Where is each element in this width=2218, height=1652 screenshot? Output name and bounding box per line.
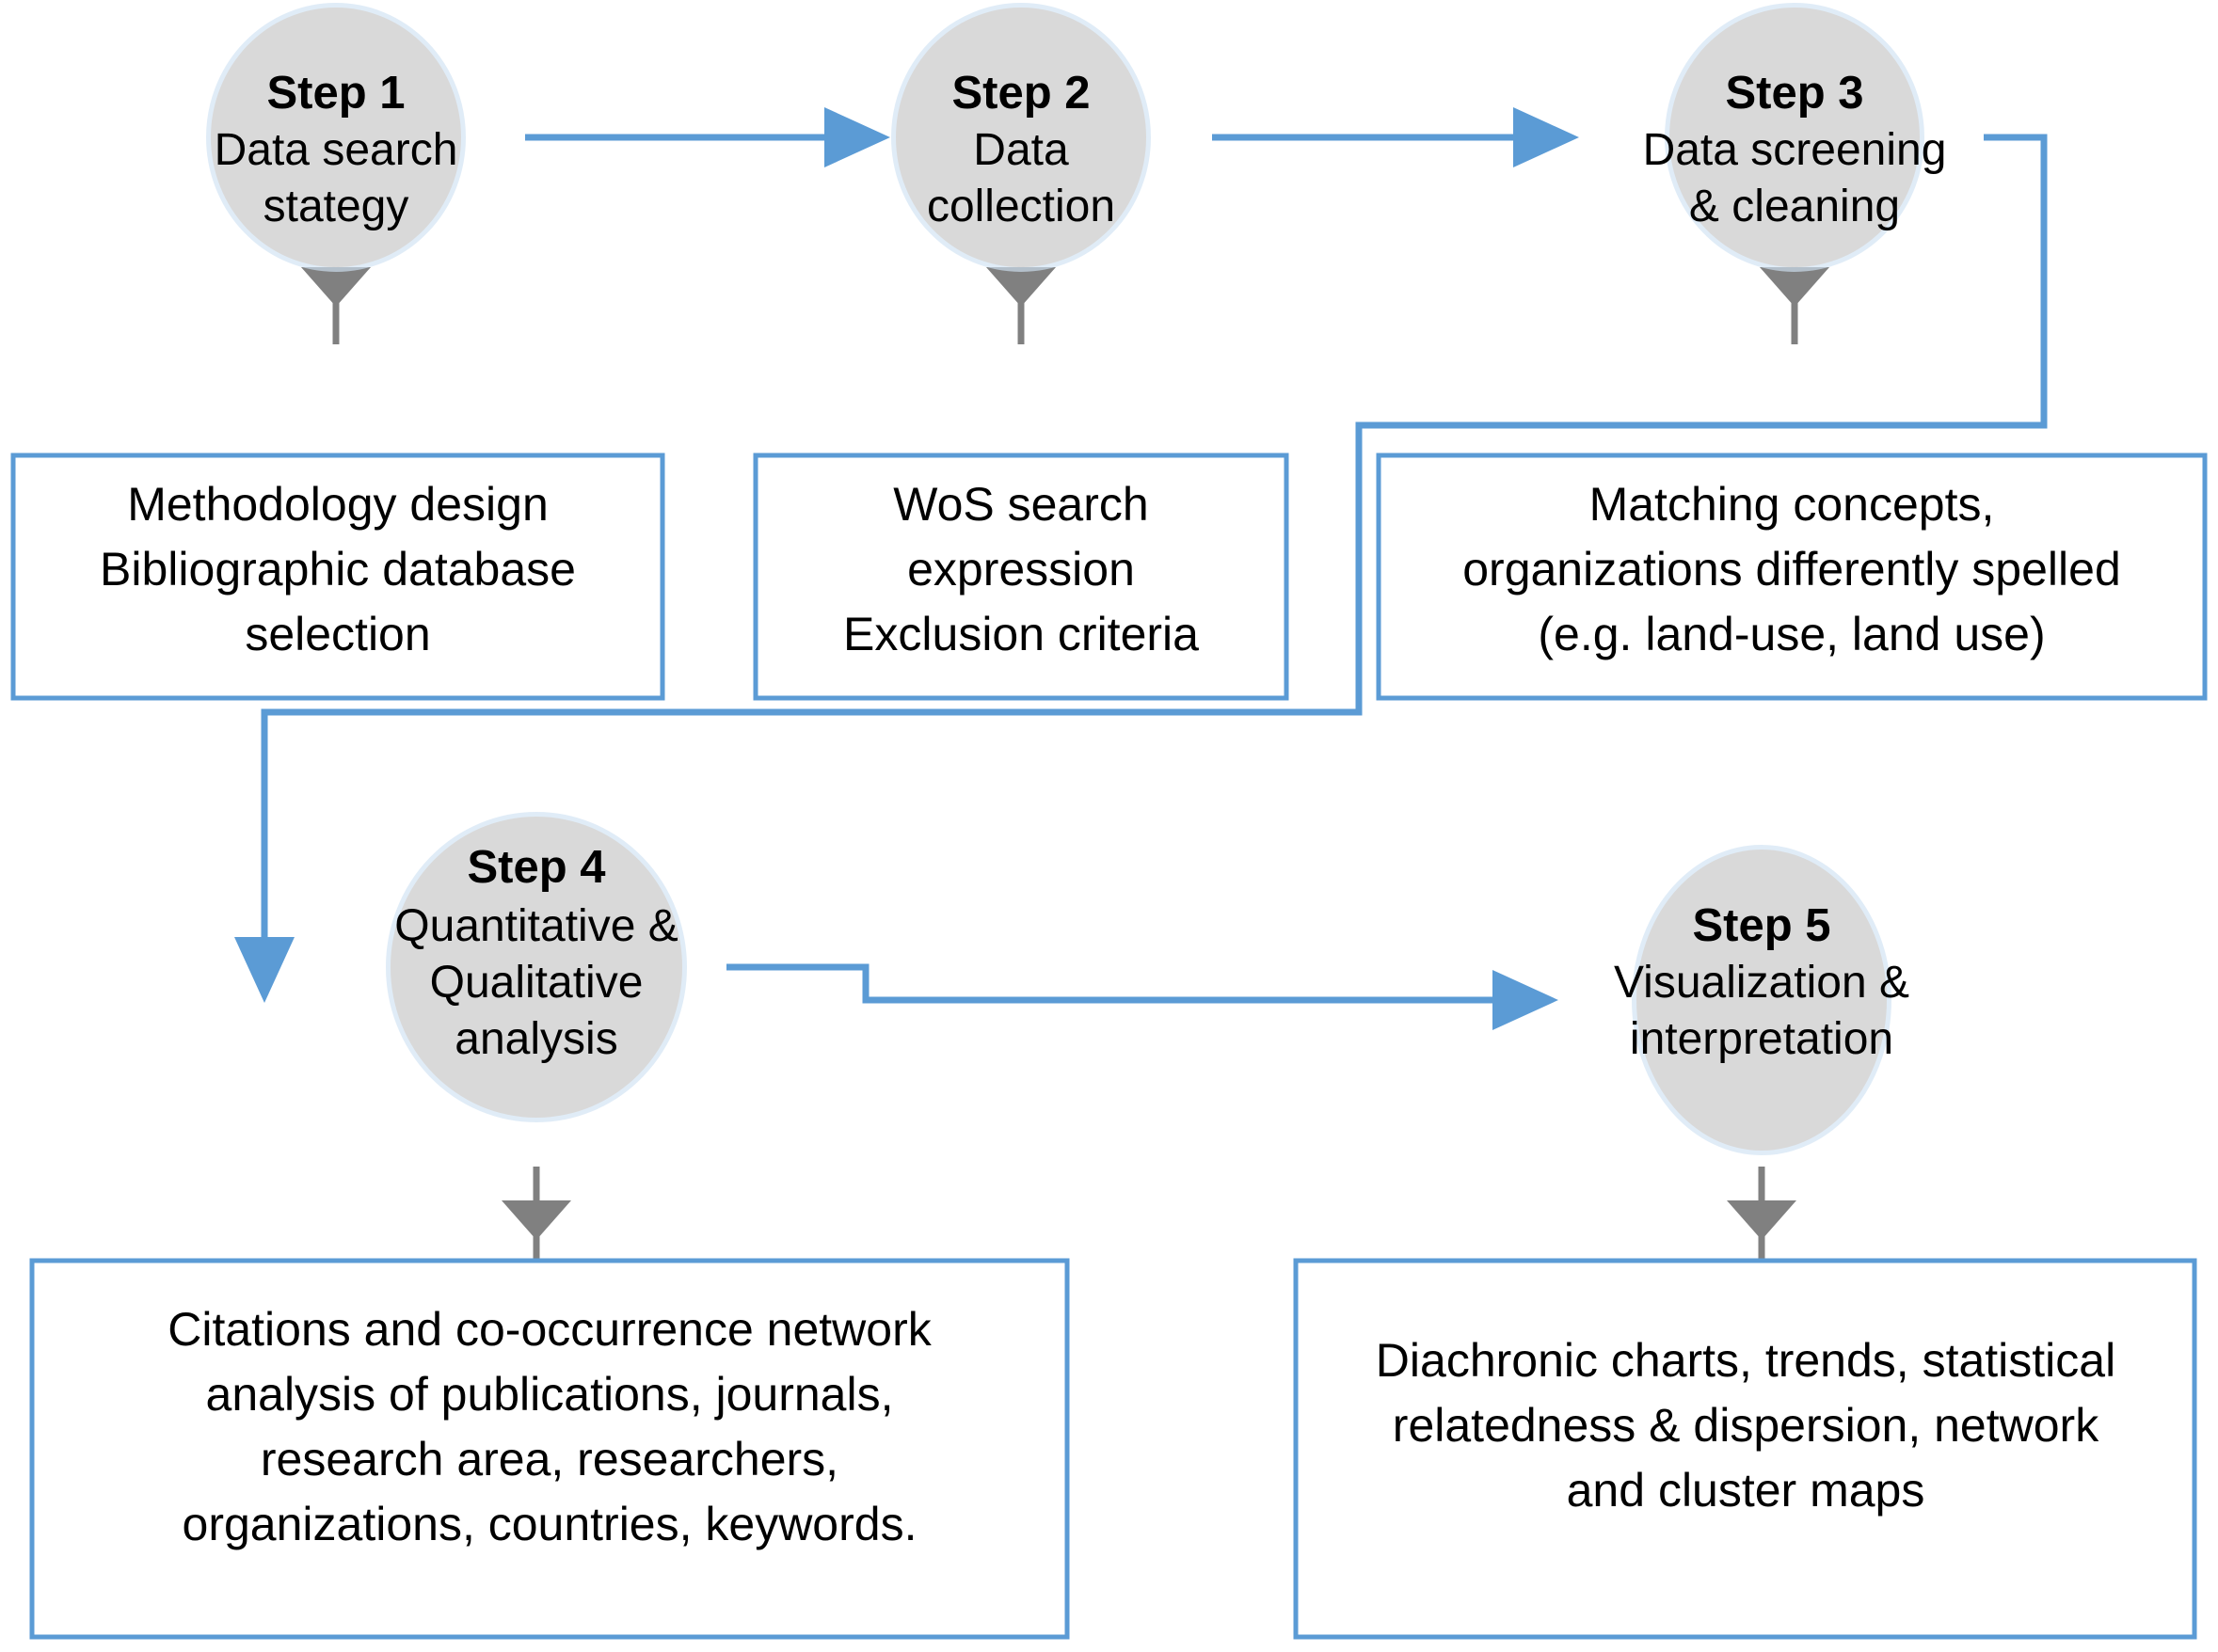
arrow-step4-to-box4 xyxy=(502,1167,571,1268)
box5-line-1: Diachronic charts, trends, statistical xyxy=(1376,1334,2115,1387)
detail-box-4: Citations and co-occurrence network anal… xyxy=(29,1258,1070,1640)
step3-line-1: Data screening xyxy=(1643,125,1947,175)
box1-line-2: Bibliographic database xyxy=(100,543,576,596)
connector-step1-step2 xyxy=(525,107,890,167)
detail-box-5: Diachronic charts, trends, statistical r… xyxy=(1293,1258,2197,1640)
box2-line-2: expression xyxy=(907,543,1135,596)
step5-line-2: interpretation xyxy=(1630,1014,1893,1064)
box5-line-2: relatedness & dispersion, network xyxy=(1393,1399,2099,1452)
connector-step3-step4 xyxy=(234,134,2048,1003)
box3-line-2: organizations differently spelled xyxy=(1462,543,2121,596)
detail-box-2: WoS search expression Exclusion criteria xyxy=(753,453,1289,701)
box2-line-1: WoS search xyxy=(893,478,1148,531)
step4-title: Step 4 xyxy=(467,842,605,893)
box2-line-3: Exclusion criteria xyxy=(843,608,1199,660)
step2-line-1: Data xyxy=(973,125,1069,175)
step4-line-1: Quantitative & xyxy=(394,901,678,951)
box4-line-1: Citations and co-occurrence network xyxy=(168,1303,932,1356)
detail-box-3: Matching concepts, organizations differe… xyxy=(1376,453,2208,701)
step5-line-1: Visualization & xyxy=(1614,958,1909,1008)
step2-title: Step 2 xyxy=(951,68,1090,119)
box4-line-4: organizations, countries, keywords. xyxy=(183,1498,918,1550)
box4-line-3: research area, researchers, xyxy=(261,1433,838,1485)
step1-line-2: stategy xyxy=(263,182,409,231)
connector-step2-step3 xyxy=(1212,107,1579,167)
step3-line-2: & cleaning xyxy=(1689,182,1900,231)
step5-title: Step 5 xyxy=(1692,900,1830,951)
step3-title: Step 3 xyxy=(1725,68,1863,119)
step2-line-2: collection xyxy=(927,182,1115,231)
step4-line-2: Qualitative xyxy=(430,958,644,1008)
step4-line-3: analysis xyxy=(455,1014,617,1064)
connector-step4-step5 xyxy=(726,963,1558,1030)
step-node-3: Step 3 Data screening & cleaning xyxy=(1643,3,1947,272)
step-node-4: Step 4 Quantitative & Qualitative analys… xyxy=(386,812,687,1122)
box1-line-1: Methodology design xyxy=(127,478,549,531)
step-node-2: Step 2 Data collection xyxy=(891,3,1151,272)
arrow-step5-to-box5 xyxy=(1727,1167,1796,1268)
box5-line-3: and cluster maps xyxy=(1567,1464,1925,1517)
box3-line-3: (e.g. land-use, land use) xyxy=(1538,608,2045,660)
box1-line-3: selection xyxy=(245,608,430,660)
box4-line-2: analysis of publications, journals, xyxy=(206,1368,894,1421)
step-node-1: Step 1 Data search stategy xyxy=(206,3,466,272)
box3-line-1: Matching concepts, xyxy=(1589,478,1995,531)
step-node-5: Step 5 Visualization & interpretation xyxy=(1614,845,1909,1155)
detail-box-1: Methodology design Bibliographic databas… xyxy=(10,453,665,701)
step1-line-1: Data search xyxy=(215,125,458,175)
step1-title: Step 1 xyxy=(266,68,405,119)
